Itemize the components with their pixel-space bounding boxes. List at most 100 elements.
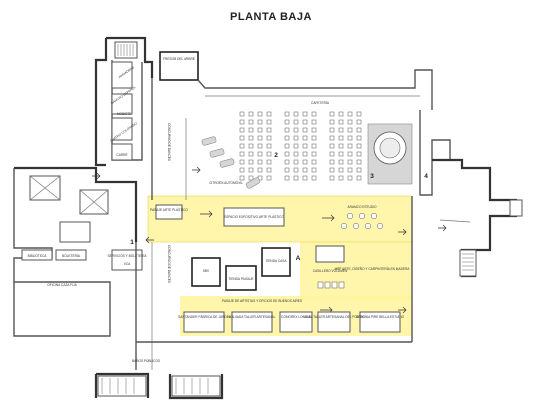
cafeteria-seat xyxy=(293,111,299,117)
room-casillero xyxy=(315,245,345,263)
cafeteria-seat xyxy=(347,127,353,133)
cafeteria-seat xyxy=(329,143,335,149)
cafeteria-seat xyxy=(311,151,317,157)
cafeteria-seat xyxy=(266,127,272,133)
cafeteria-seat xyxy=(239,143,245,149)
cafeteria-seat xyxy=(338,175,344,181)
cafeteria-seat xyxy=(347,159,353,165)
cafeteria-seat xyxy=(266,111,272,117)
shop-comorex: COMOREX LOCALE xyxy=(281,315,311,319)
cafeteria-seat xyxy=(347,167,353,173)
cafeteria-seat xyxy=(356,135,362,141)
aramco-tables xyxy=(340,212,384,230)
cafeteria-seat xyxy=(356,143,362,149)
aramco-table xyxy=(370,212,378,220)
room-boleteria xyxy=(55,249,87,261)
aramco-table xyxy=(340,222,348,230)
bottom-stair-left xyxy=(97,375,147,397)
cafeteria-seat xyxy=(311,127,317,133)
label-banos: BAÑOS PÚBLICOS xyxy=(132,358,160,363)
top-stair-treads xyxy=(117,44,134,56)
zone-4: 4 xyxy=(424,173,428,180)
cafeteria-seat xyxy=(257,159,263,165)
cafeteria-seat xyxy=(356,167,362,173)
left-wing-rooms xyxy=(111,61,133,161)
cafeteria-seat xyxy=(311,167,317,173)
cafeteria-seat xyxy=(293,151,299,157)
cafeteria-seat xyxy=(293,135,299,141)
cafeteria-seat xyxy=(257,143,263,149)
cafeteria-seat xyxy=(248,135,254,141)
cafeteria-seat xyxy=(356,151,362,157)
label-mbp: MBP ARTE, DISEÑO Y CARPINTERÍA EN MADERA xyxy=(335,266,411,271)
cafeteria-seat xyxy=(338,151,344,157)
cafeteria-seating xyxy=(239,111,362,181)
cafeteria-seat xyxy=(347,135,353,141)
cafeteria-seat xyxy=(266,159,272,165)
room-cafeteria: CAFETERÍA xyxy=(311,101,330,105)
cafeteria-seat xyxy=(329,135,335,141)
cafeteria-seat xyxy=(248,175,254,181)
aramco-table xyxy=(364,222,372,230)
label-concurso-1: CONCURSO DE DANCES xyxy=(167,123,171,161)
label-concurso-2: CONCURSO DE DANCES xyxy=(167,245,171,283)
cafeteria-seat xyxy=(347,151,353,157)
cafeteria-seat xyxy=(266,119,272,125)
cafeteria-seat xyxy=(302,151,308,157)
cafeteria-seat xyxy=(284,143,290,149)
right-stair-block xyxy=(459,249,477,277)
room-fresobelarbre: FRESOB DEL ARBRÉ xyxy=(163,56,195,61)
label-espacio-plastico: ESPACIO EXPOSITIVO ARTE PLÁSTICO xyxy=(224,215,284,219)
cafeteria-seat xyxy=(284,135,290,141)
aramco-table xyxy=(346,212,354,220)
cafeteria-seat xyxy=(293,143,299,149)
label-tienda-paisaje: TIENDA PAISAJE xyxy=(228,277,253,281)
cafeteria-seat xyxy=(329,119,335,125)
cafeteria-seat xyxy=(239,151,245,157)
cafeteria-seat xyxy=(257,127,263,133)
cafeteria-seat xyxy=(329,175,335,181)
cafeteria-seat xyxy=(239,135,245,141)
room-tienda-casa xyxy=(261,247,291,277)
cafeteria-seat xyxy=(356,127,362,133)
cafeteria-seat xyxy=(338,111,344,117)
cafeteria-seat xyxy=(284,167,290,173)
cafeteria-seat xyxy=(284,175,290,181)
cafeteria-seat xyxy=(257,119,263,125)
lower-shop-row xyxy=(183,311,401,333)
cafeteria-seat xyxy=(356,175,362,181)
label-pasaje-arte: PASAJE ARTE PLÁSTICO xyxy=(150,208,188,212)
cafeteria-seat xyxy=(239,119,245,125)
citroen-cars xyxy=(201,136,261,189)
cafeteria-seat xyxy=(302,167,308,173)
bottom-stair-treads xyxy=(101,378,209,394)
cafeteria-seat xyxy=(338,167,344,173)
label-vca: VCA xyxy=(124,262,131,266)
cafeteria-seat xyxy=(302,119,308,125)
room-sbv xyxy=(191,257,221,287)
label-boleteria: BOLETERÍA xyxy=(62,254,81,258)
plan-title: PLANTA BAJA xyxy=(230,11,312,23)
left-cross-rooms xyxy=(29,175,109,243)
aramco-table xyxy=(352,222,360,230)
room-carre: CARRÉ xyxy=(116,152,127,157)
cafeteria-seat xyxy=(329,167,335,173)
cafeteria-seat xyxy=(302,175,308,181)
cafeteria-seat xyxy=(356,159,362,165)
cafeteria-seat xyxy=(293,167,299,173)
cafeteria-seat xyxy=(356,119,362,125)
label-aramco: ARAMCO ESTUDIO xyxy=(347,205,377,209)
cafeteria-seat xyxy=(329,151,335,157)
bottom-stair-right xyxy=(171,375,221,397)
cafeteria-seat xyxy=(347,143,353,149)
zone-3: 3 xyxy=(370,173,374,180)
cafeteria-seat xyxy=(257,167,263,173)
cafeteria-seat xyxy=(311,111,317,117)
cafeteria-seat xyxy=(302,159,308,165)
cafeteria-seat xyxy=(266,175,272,181)
cafeteria-seat xyxy=(248,127,254,133)
cafeteria-seat xyxy=(311,159,317,165)
cafeteria-seat xyxy=(338,143,344,149)
shop-malvada: MALVADA TALLER ARTESANAL xyxy=(229,315,276,319)
